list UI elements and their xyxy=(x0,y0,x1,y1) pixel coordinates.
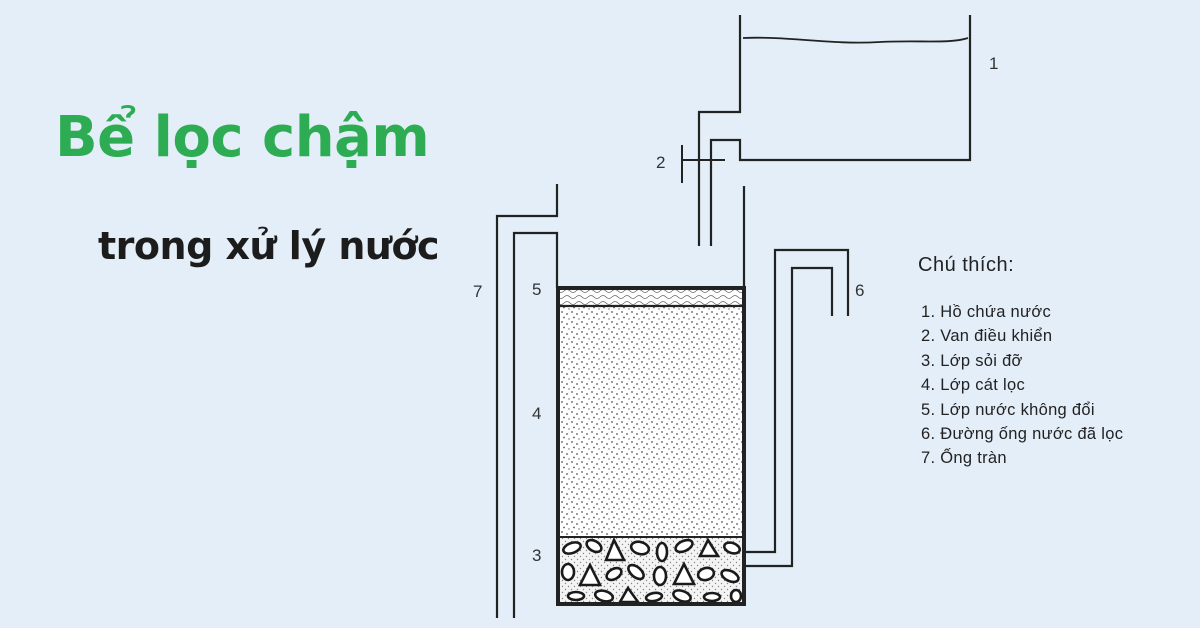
overflow-pipe xyxy=(495,184,559,618)
reservoir xyxy=(697,15,972,246)
gravel-stones xyxy=(560,538,743,604)
label-6-filtered-pipe: 6 xyxy=(855,281,865,300)
diagram-title: Bể lọc chậm xyxy=(55,105,430,170)
legend-item: 5. Lớp nước không đổi xyxy=(921,400,1095,419)
label-7-overflow-pipe: 7 xyxy=(473,282,483,301)
legend-item: 1. Hồ chứa nước xyxy=(921,303,1052,321)
filter-tank xyxy=(556,186,746,606)
label-5-water-layer: 5 xyxy=(532,280,542,299)
legend-item: 7. Ống tràn xyxy=(921,449,1007,468)
legend-item: 2. Van điều khiển xyxy=(921,327,1053,346)
sand-layer xyxy=(558,307,744,537)
legend-item: 6. Đường ống nước đã lọc xyxy=(921,424,1124,443)
label-4-sand: 4 xyxy=(532,404,542,423)
water-layer xyxy=(558,289,744,305)
valve xyxy=(681,145,725,183)
label-2-valve: 2 xyxy=(656,153,666,172)
label-1-reservoir: 1 xyxy=(989,54,999,73)
legend-list: 1. Hồ chứa nước 2. Van điều khiển 3. Lớp… xyxy=(921,300,1123,471)
legend-item: 3. Lớp sỏi đỡ xyxy=(921,351,1023,370)
filtered-water-pipe xyxy=(746,248,850,568)
legend-item: 4. Lớp cát lọc xyxy=(921,376,1025,395)
diagram-subtitle: trong xử lý nước xyxy=(98,224,440,268)
label-3-gravel: 3 xyxy=(532,546,542,565)
legend-title: Chú thích: xyxy=(918,254,1015,276)
